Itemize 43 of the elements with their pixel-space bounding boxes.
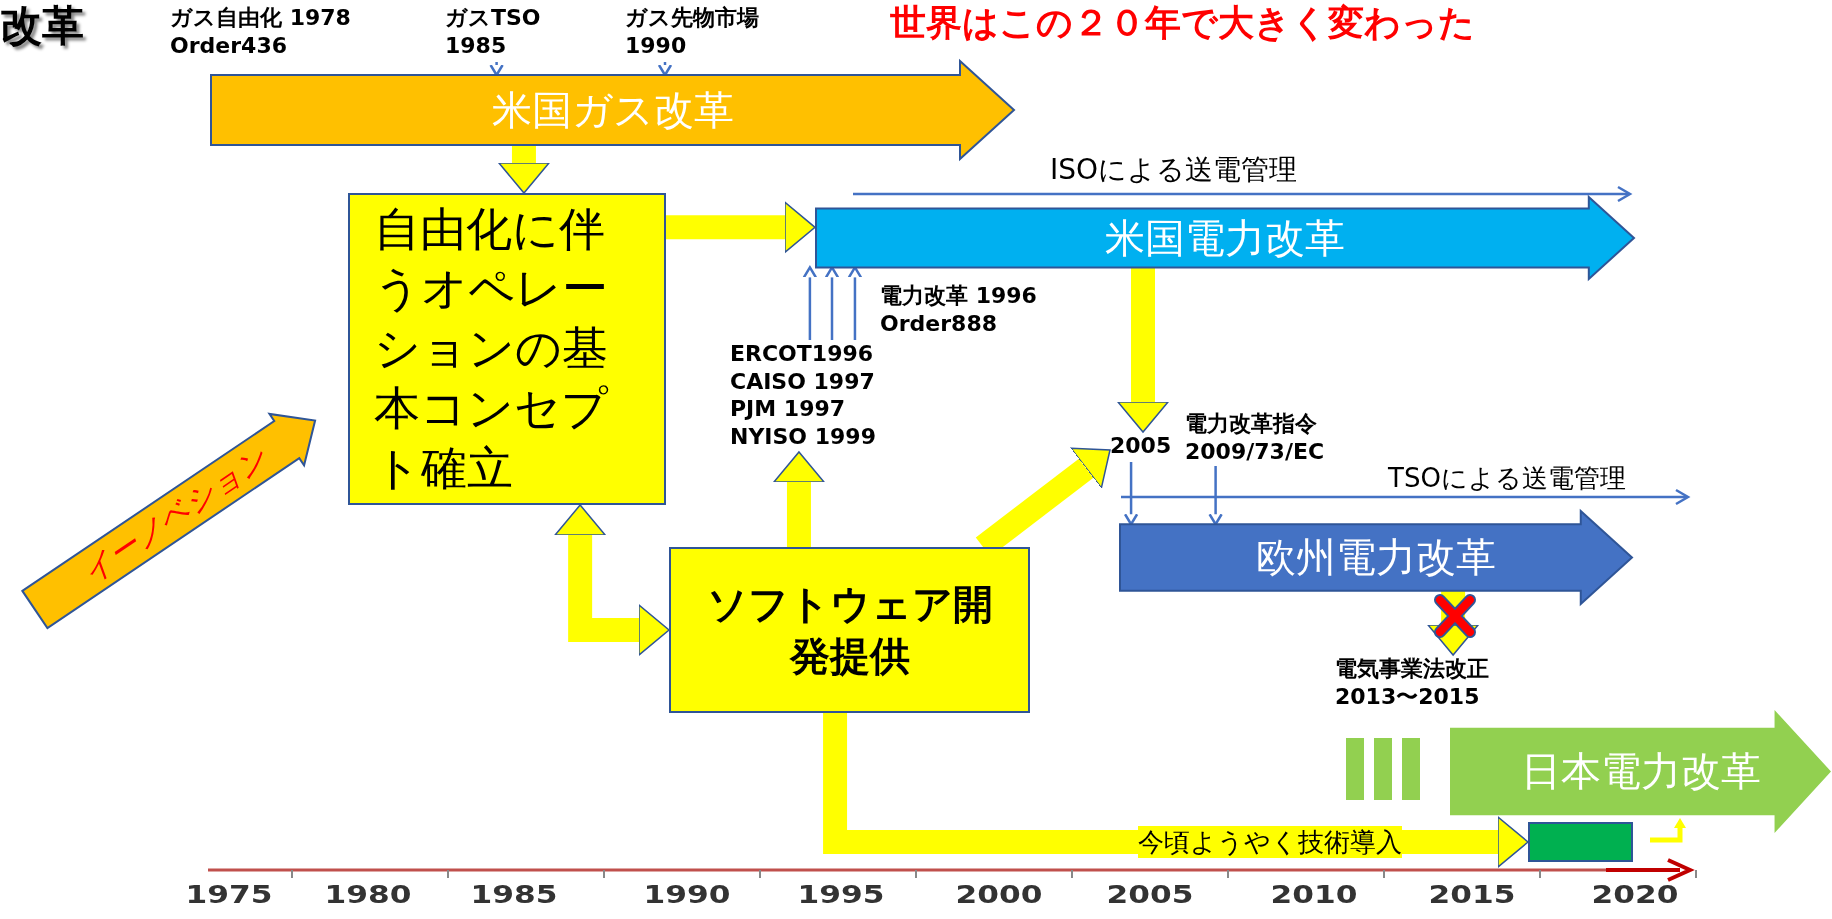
arrow xyxy=(1123,462,1139,526)
block-arrow xyxy=(498,145,550,194)
arrow-band: 米国ガス改革 xyxy=(210,60,1015,160)
year-label: 2005 xyxy=(1105,880,1195,910)
block-arrow xyxy=(554,504,670,656)
label-tag xyxy=(1528,822,1633,862)
year-label: 2000 xyxy=(954,880,1044,910)
annotation-text: ガス自由化 1978 Order436 xyxy=(170,4,410,62)
arrow xyxy=(1208,466,1223,526)
annotation-text: ガスTSO 1985 xyxy=(445,4,565,62)
annotation-text: 電力改革指令 2009/73/EC xyxy=(1185,410,1355,466)
arrow xyxy=(802,266,818,340)
year-label: 1985 xyxy=(469,880,559,910)
concept-box: 自由化に伴うオペレーションの基本コンセプト確立 xyxy=(348,193,666,505)
arrow xyxy=(824,266,840,340)
annotation-text: ERCOT1996 CAISO 1997 PJM 1997 NYISO 1999 xyxy=(730,340,900,452)
arrow-band: 米国電力改革 xyxy=(815,196,1635,280)
software-box: ソフトウェア開発提供 xyxy=(669,547,1030,713)
arrow xyxy=(657,62,673,77)
year-label: 1975 xyxy=(184,880,274,910)
edge-label: 今頃ようやく技術導入 xyxy=(1138,826,1402,858)
block-arrow xyxy=(1117,267,1169,433)
annotation-text: TSOによる送電管理 xyxy=(1388,462,1626,495)
annotation-text: 2005 xyxy=(1110,432,1172,462)
arrow-band: 欧州電力改革 xyxy=(1119,510,1633,605)
annotation-text: 電力改革 1996 Order888 xyxy=(880,282,1080,338)
year-label: 2020 xyxy=(1590,880,1680,910)
annotation-text: ガス先物市場 1990 xyxy=(625,4,825,62)
heading: 世界はこの２０年で大きく変わった xyxy=(890,1,1475,45)
annotation-text: 電気事業法改正 2013〜2015 xyxy=(1335,655,1525,711)
block-arrow xyxy=(666,201,816,254)
arrow xyxy=(847,266,863,340)
arrow-band: 日本電力改革 xyxy=(1449,709,1832,834)
year-label: 2015 xyxy=(1427,880,1517,910)
heading: 改革 xyxy=(0,0,84,52)
year-label: 1995 xyxy=(796,880,886,910)
block-arrow xyxy=(773,451,825,547)
year-label: 1980 xyxy=(323,880,413,910)
block-arrow xyxy=(1427,590,1479,656)
arrow xyxy=(489,62,504,77)
annotation-text: ISOによる送電管理 xyxy=(1050,152,1298,187)
year-label: 1990 xyxy=(642,880,732,910)
year-label: 2010 xyxy=(1269,880,1359,910)
